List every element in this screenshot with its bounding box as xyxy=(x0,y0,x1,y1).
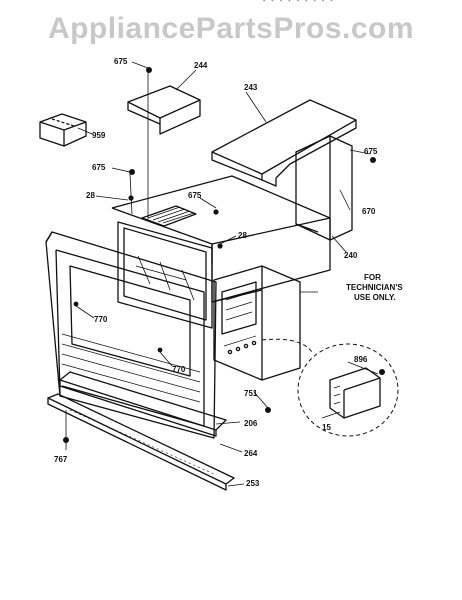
detail-circle xyxy=(261,338,399,437)
part-15-control-board xyxy=(329,367,381,419)
watermark: AppliancePartsPros.com xyxy=(47,12,415,45)
part-253-bottom-rail xyxy=(47,393,235,491)
main-cabinet xyxy=(111,175,331,329)
part-959-block xyxy=(39,113,87,147)
part-264-trim-strip xyxy=(59,371,227,437)
note-line-3: USE ONLY. xyxy=(354,293,396,302)
callout-670: 670 xyxy=(362,207,376,216)
callout-896: 896 xyxy=(354,355,368,364)
control-panel xyxy=(213,265,301,381)
callout-15: 15 xyxy=(322,423,331,432)
part-243-outer-cover xyxy=(211,99,357,187)
callout-28-center: 28 xyxy=(238,231,247,240)
callout-675-right: 675 xyxy=(364,147,378,156)
note-line-1: FOR xyxy=(364,273,381,282)
callout-770-lower: 770 xyxy=(172,365,186,374)
callout-243: 243 xyxy=(244,83,258,92)
screws xyxy=(63,67,385,443)
callout-959: 959 xyxy=(92,131,106,140)
door-frame xyxy=(45,231,217,439)
callout-244: 244 xyxy=(194,61,208,70)
callout-767: 767 xyxy=(54,455,68,464)
part-244-cover xyxy=(127,85,201,135)
part-240-duct xyxy=(295,135,353,241)
callout-28-left: 28 xyxy=(86,191,95,200)
callout-264: 264 xyxy=(244,449,258,458)
callout-675-mid: 675 xyxy=(92,163,106,172)
callout-240: 240 xyxy=(344,251,358,260)
callout-675-inner: 675 xyxy=(188,191,202,200)
leader-lines xyxy=(65,61,379,487)
callout-751: 751 xyxy=(244,389,258,398)
callout-253: 253 xyxy=(246,479,260,488)
callout-206: 206 xyxy=(244,419,258,428)
note-line-2: TECHNICIAN'S xyxy=(346,283,403,292)
header-fragment: - - - - - - - - - xyxy=(262,0,334,5)
callout-770-upper: 770 xyxy=(94,315,108,324)
callout-675-top: 675 xyxy=(114,57,128,66)
